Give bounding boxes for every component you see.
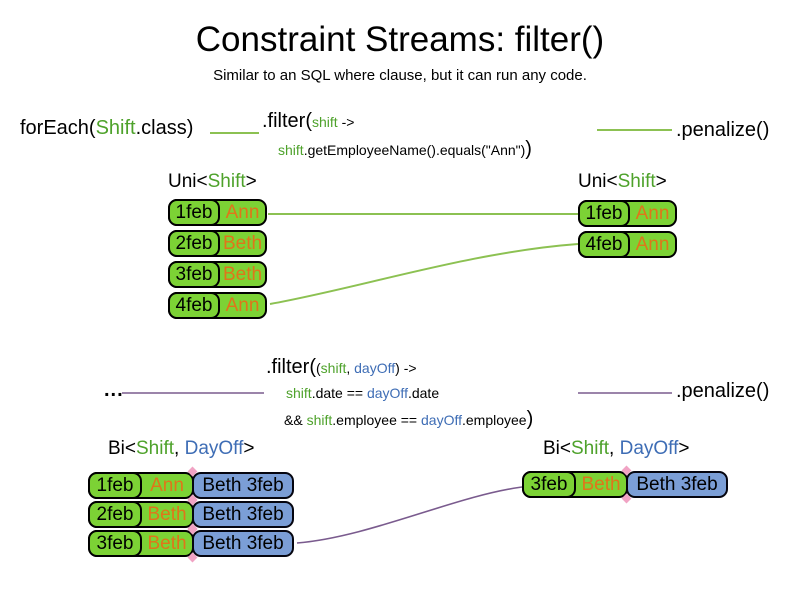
date-cell: 4feb [168,292,220,319]
date-cell: 3feb [168,261,220,288]
date-cell: 3feb [522,471,576,498]
uni-label-suffix: > [245,171,257,192]
dayoff-cell: Beth 3feb [192,472,294,499]
dayoff-cell: Beth 3feb [626,471,728,498]
bi-filter-close-paren: ) [526,408,534,430]
bi-label-comma: , [609,438,620,459]
bi-filter-member: .employee [462,412,527,428]
bi-filter-var-shift: shift [286,385,312,401]
bi-filter-paren-close: ) [395,360,400,376]
uni-label-suffix: > [655,171,667,192]
bi-filter-arrow: -> [399,360,417,376]
bi-row: Ann 1feb Beth 3feb [88,466,294,505]
shift-pair: Ann 1feb [88,472,194,499]
employee-cell: Ann [635,202,670,224]
uni-filter-param: shift [312,114,338,130]
dayoff-cell: Beth 3feb [192,530,294,557]
bi-label-suffix: > [678,438,690,459]
bi-filter-paren-open: ( [316,360,321,376]
uni-filter-close-paren: ) [525,138,532,160]
connector-uni-4feb [269,243,579,305]
uni-type-label-right: Uni<Shift> [578,172,667,191]
foreach-prefix: forEach( [20,117,96,139]
uni-label-prefix: Uni< [168,171,208,192]
bi-filter-param2: dayOff [354,360,396,376]
uni-filter-line1: .filter(shift -> [262,111,354,131]
uni-filter-body-rest: .getEmployeeName().equals("Ann") [303,142,526,158]
uni-filter-line2: shift.getEmployeeName().equals("Ann")) [278,139,532,159]
employee-cell: Ann [225,294,260,316]
bi-filter-op: .date == [311,385,367,401]
date-cell: 2feb [168,230,220,257]
date-cell: 1feb [88,472,142,499]
bi-filter-and-op: && [284,412,307,428]
bi-filter-line2: shift.date == dayOff.date [286,386,439,402]
dayoff-cell: Beth 3feb [192,501,294,528]
foreach-class-name: Shift [95,117,136,139]
date-cell: 1feb [578,200,630,227]
bi-filter-line3: && shift.employee == dayOff.employee) [284,409,533,429]
bi-type-label-right: Bi<Shift, DayOff> [543,439,689,458]
connector-bi-3feb [296,486,523,544]
employee-cell: Beth [222,263,263,285]
bi-filter-param1: shift [320,360,347,376]
bi-filter-member: .date [407,385,440,401]
bi-label-type2: DayOff [619,438,679,459]
foreach-expression: forEach(Shift.class) [20,118,193,138]
date-cell: 1feb [168,199,220,226]
bi-type-label-left: Bi<Shift, DayOff> [108,439,254,458]
bi-filter-var-dayoff: dayOff [421,412,462,428]
date-cell: 3feb [88,530,142,557]
uni-filter-head: .filter( [262,110,312,132]
employee-cell: Beth [147,503,187,525]
date-cell: 4feb [578,231,630,258]
page-title: Constraint Streams: filter() [195,20,605,59]
bi-filter-var-dayoff: dayOff [366,385,408,401]
bi-source-ellipsis: ... [104,379,124,401]
bi-label-type2: DayOff [184,438,244,459]
uni-label-type: Shift [207,171,246,192]
page-subtitle: Similar to an SQL where clause, but it c… [213,67,587,84]
employee-cell: Beth [581,473,621,495]
employee-cell: Beth [222,232,263,254]
bi-label-comma: , [174,438,185,459]
uni-filter-arrow: -> [337,114,355,130]
bi-label-suffix: > [243,438,255,459]
employee-cell: Beth [147,532,187,554]
uni-penalize-expression: .penalize() [676,119,770,141]
bi-filter-comma: , [346,360,355,376]
uni-label-type: Shift [617,171,656,192]
bi-label-prefix: Bi< [108,438,136,459]
uni-filter-body-var: shift [278,142,304,158]
date-cell: 2feb [88,501,142,528]
bi-filter-line1: .filter((shift, dayOff) -> [266,357,417,377]
employee-cell: Ann [150,474,184,496]
bi-filter-var-shift: shift [306,412,333,428]
employee-cell: Ann [635,233,670,255]
employee-cell: Ann [225,201,260,223]
bi-label-prefix: Bi< [543,438,571,459]
uni-label-prefix: Uni< [578,171,618,192]
bi-label-type1: Shift [571,438,610,459]
bi-label-type1: Shift [136,438,175,459]
foreach-suffix: .class) [135,117,194,139]
bi-filter-op: .employee == [332,412,421,428]
bi-penalize-expression: .penalize() [676,380,770,402]
uni-type-label-left: Uni<Shift> [168,172,257,191]
bi-filter-head: .filter( [266,356,316,378]
